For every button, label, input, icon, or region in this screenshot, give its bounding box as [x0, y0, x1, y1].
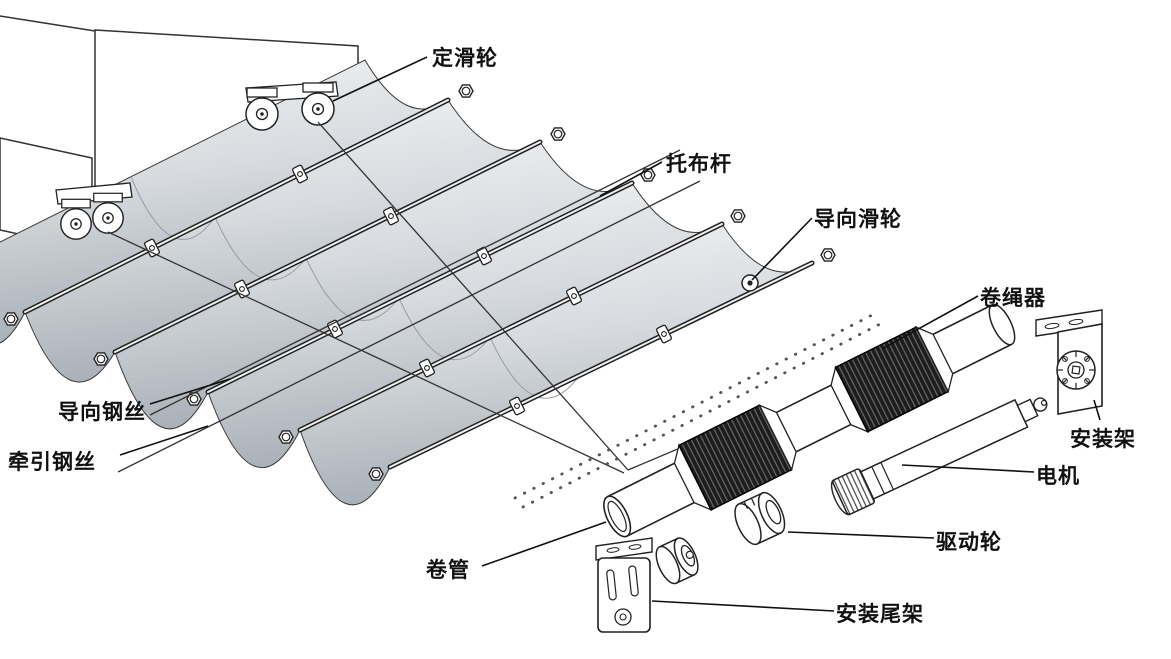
drive-wheel-part — [734, 491, 786, 546]
leader-guide-pulley — [751, 217, 813, 281]
tail-bracket-part — [595, 537, 653, 633]
leader-drive-wheel — [787, 531, 935, 539]
label-fixed-pulley: 定滑轮 — [432, 47, 498, 70]
label-mounting-bracket: 安装架 — [1070, 428, 1136, 451]
label-motor: 电机 — [1036, 465, 1080, 488]
mounting-bracket-part — [1035, 309, 1103, 415]
label-traction-steel-wire: 牵引钢丝 — [8, 451, 96, 474]
cord-winder-drum — [830, 325, 954, 434]
cord-winder-drum — [673, 403, 797, 512]
label-mounting-tail-bracket: 安装尾架 — [836, 603, 924, 626]
leader-fixed-pulley — [332, 56, 428, 102]
label-cord-winder: 卷绳器 — [980, 287, 1046, 310]
label-guide-pulley: 导向滑轮 — [814, 208, 902, 231]
spring-plate — [1056, 350, 1096, 390]
leader-roller-tube — [481, 521, 607, 567]
end-cap-wheel-part — [655, 537, 699, 585]
leader-guide-steel-wire — [149, 378, 231, 405]
leader-mounting-bracket — [1093, 399, 1101, 421]
label-drive-wheel: 驱动轮 — [936, 531, 1002, 554]
leader-lines — [119, 56, 1101, 612]
steel-wires — [107, 121, 707, 474]
leader-fabric-support-rod — [599, 161, 663, 197]
roller-tube-assembly — [603, 303, 1016, 538]
leader-motor — [901, 464, 1035, 473]
motor-part — [830, 397, 1048, 516]
label-fabric-support-rod: 托布杆 — [666, 153, 732, 176]
support-rods — [22, 97, 815, 470]
leader-cord-winder — [881, 295, 979, 350]
leader-traction-steel-wire — [119, 425, 209, 456]
label-roller-tube: 卷管 — [426, 559, 470, 582]
leader-mounting-tail-bracket — [651, 600, 835, 612]
label-guide-steel-wire: 导向钢丝 — [58, 401, 146, 424]
fixed-pulley-assembly — [55, 81, 339, 240]
